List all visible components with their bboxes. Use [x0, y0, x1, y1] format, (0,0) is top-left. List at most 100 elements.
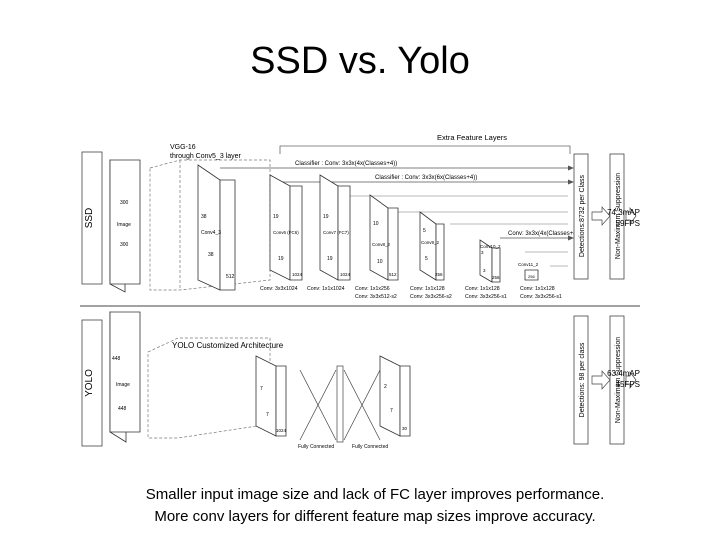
- conv9-top: 5: [423, 228, 426, 234]
- ssd-input-image: [109, 159, 141, 285]
- architecture-diagram: SSD Extra Feature Layers VGG-16 through …: [80, 133, 640, 450]
- conv6-bot: 19: [278, 256, 284, 262]
- yolo-nms-label: Non-Maximum Suppression: [615, 337, 622, 423]
- fc2-label: Fully Connected: [352, 444, 388, 450]
- yolo-arch-title: YOLO Customized Architecture: [172, 341, 284, 350]
- yolo-nms-box: [609, 315, 625, 445]
- ssd-label: SSD: [84, 208, 95, 229]
- conv9-bot: 5: [425, 256, 428, 262]
- ssd-map: 74.3mAP: [607, 208, 640, 217]
- conv10-bot: 3: [483, 268, 486, 273]
- conv11-label: Conv11_2: [518, 262, 539, 267]
- ssd-right-arrow-2: [625, 206, 637, 226]
- conv6-depth: 1024: [292, 272, 303, 277]
- yolo-feat-bot: 7: [266, 412, 269, 418]
- ssd-op-2: Conv: 1x1x1024: [307, 286, 345, 292]
- yolo-detections-box: [573, 315, 589, 445]
- ssd-detections-label: Detections:8732 per Class: [579, 174, 586, 257]
- conv7-bot: 19: [327, 256, 333, 262]
- yolo-input-top: 448: [112, 356, 121, 362]
- yolo-label-box: [81, 319, 103, 447]
- fc-layer-box: [336, 365, 344, 443]
- yolo-feature-block-side: [255, 355, 277, 437]
- ssd-fps: 59FPS: [616, 219, 640, 228]
- classifier-arrow-1: [568, 165, 574, 171]
- caption-line-2: More conv layers for different feature m…: [154, 508, 596, 525]
- yolo-out-top: 2: [384, 384, 387, 390]
- architecture-figure: SSD Extra Feature Layers VGG-16 through …: [80, 120, 640, 475]
- yolo-right-arrow-2: [625, 370, 637, 390]
- yolo-output-block: [399, 365, 411, 437]
- conv7-depth: 1024: [340, 272, 351, 277]
- conv11-depth: 256: [528, 274, 535, 279]
- conv9-label: Conv9_2: [421, 240, 440, 245]
- conv10-depth: 256: [492, 275, 500, 280]
- conv6-block: [289, 185, 303, 281]
- yolo-input-bot: 448: [118, 406, 127, 412]
- classifier-arrow-3: [568, 235, 574, 241]
- extra-feature-bracket: [279, 145, 571, 154]
- conv4-depth: 512: [226, 274, 235, 280]
- conv7-block-side: [319, 174, 339, 281]
- ssd-op-4a: Conv: 1x1x128: [410, 286, 445, 292]
- classifier-2-label: Classifier : Conv: 3x3x(6x(Classes+4)): [375, 175, 477, 181]
- ssd-op-5b: Conv: 3x3x256-s1: [465, 294, 507, 300]
- ssd-op-3a: Conv: 1x1x256: [355, 286, 390, 292]
- classifier-3-label: Conv: 3x3x(4x(Classes+4)): [508, 231, 581, 237]
- ssd-op-6a: Conv: 1x1x128: [520, 286, 555, 292]
- conv9-block: [435, 223, 445, 281]
- ssd-nms-box: [609, 153, 625, 280]
- conv9-block-side: [419, 211, 437, 281]
- yolo-input-mid: Image: [116, 382, 130, 388]
- vgg-label-line1: VGG-16: [170, 144, 196, 151]
- ssd-op-1: Conv: 3x3x1024: [260, 286, 298, 292]
- conv10-label: Conv10_2: [480, 244, 501, 249]
- conv4-top: 38: [201, 214, 207, 220]
- conv6-block-side: [269, 174, 291, 281]
- conv8-block: [387, 207, 399, 281]
- conv8-depth: 512: [389, 272, 397, 277]
- ssd-input-top: 300: [120, 200, 129, 206]
- conv8-block-side: [369, 194, 389, 281]
- yolo-feature-block: [275, 365, 287, 437]
- conv9-depth: 256: [435, 272, 443, 277]
- conv7-label: Conv7 (FC7): [323, 230, 349, 235]
- slide-title: SSD vs. Yolo: [250, 40, 470, 82]
- slide-caption: Smaller input image size and lack of FC …: [0, 484, 720, 528]
- yolo-fps: 45FPS: [616, 380, 640, 389]
- yolo-out-bot: 7: [390, 408, 393, 414]
- yolo-input-image: [109, 311, 141, 433]
- ssd-op-3b: Conv: 3x3x512-s2: [355, 294, 397, 300]
- yolo-feat-depth: 1024: [276, 428, 287, 433]
- ssd-nms-label: Non-Maximum Suppression: [615, 173, 622, 259]
- yolo-out-depth: 30: [402, 426, 408, 431]
- conv4-3-block: [219, 179, 236, 291]
- conv6-top: 19: [273, 214, 279, 220]
- fc1-cross-b: [299, 369, 337, 441]
- ssd-input-mid: Image: [117, 222, 131, 228]
- classifier-1-label: Classifier : Conv: 3x3x(4x(Classes+4)): [295, 161, 397, 167]
- yolo-detections-label: Detections: 98 per class: [579, 342, 586, 417]
- conv10-top: 3: [481, 250, 484, 255]
- conv8-bot: 10: [377, 259, 383, 265]
- conv4-3-block-side: [197, 164, 221, 291]
- yolo-feat-top: 7: [260, 386, 263, 392]
- ssd-right-arrow-1: [591, 206, 611, 226]
- classifier-arrow-2: [568, 179, 574, 185]
- yolo-output-block-side: [379, 355, 401, 437]
- caption-line-1: Smaller input image size and lack of FC …: [145, 486, 605, 503]
- conv6-label: Conv6 (FC6): [273, 230, 299, 235]
- fc1-label: Fully Connected: [298, 444, 334, 450]
- ssd-op-5a: Conv: 1x1x128: [465, 286, 500, 292]
- conv4-bot: 38: [208, 252, 214, 258]
- conv4-label: Conv4_3: [201, 230, 221, 236]
- yolo-map: 63.4mAP: [607, 369, 640, 378]
- ssd-detections-box: [573, 153, 589, 280]
- vgg-label-line2: through Conv5_3 layer: [170, 153, 241, 160]
- conv7-top: 19: [323, 214, 329, 220]
- extra-feature-layers-label: Extra Feature Layers: [437, 133, 507, 142]
- conv7-block: [337, 185, 351, 281]
- conv10-block: [491, 247, 501, 283]
- ssd-input-bot: 300: [120, 242, 129, 248]
- fc2-cross-b: [343, 369, 381, 441]
